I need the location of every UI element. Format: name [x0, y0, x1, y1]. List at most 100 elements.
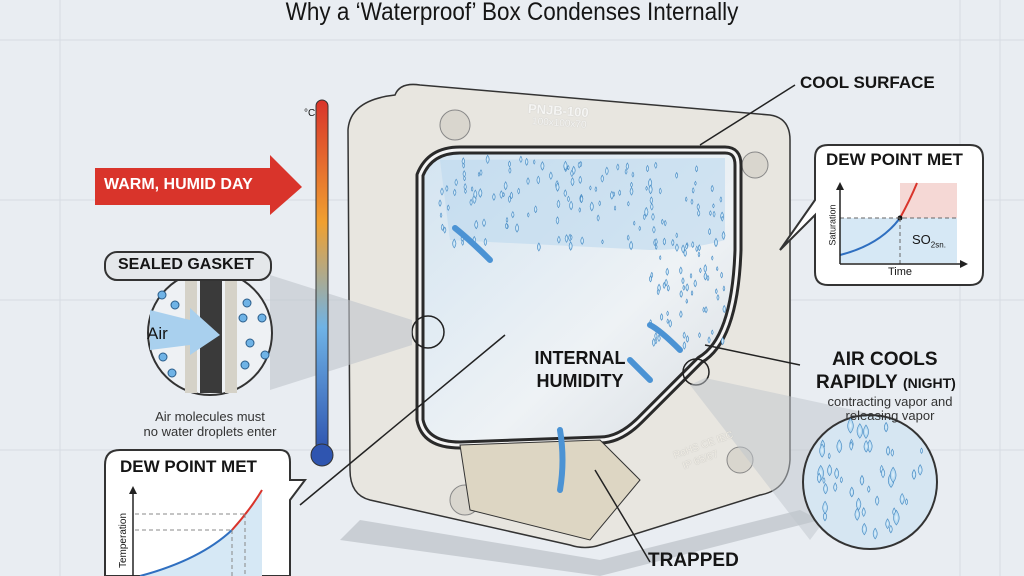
water-droplet — [695, 245, 699, 253]
water-droplet — [577, 161, 581, 169]
water-droplet — [598, 200, 601, 207]
water-droplet — [721, 215, 724, 222]
air-cools-night: (NIGHT) — [902, 375, 956, 391]
water-droplet — [596, 214, 600, 222]
water-droplet — [681, 277, 685, 285]
water-droplet — [710, 184, 714, 193]
water-droplet — [685, 335, 689, 343]
water-droplet — [616, 163, 620, 171]
water-droplet — [656, 288, 660, 296]
water-droplet — [502, 192, 505, 198]
thermometer-unit: °C — [304, 108, 316, 119]
water-droplet — [697, 209, 701, 217]
water-droplet — [474, 219, 479, 230]
water-droplet — [631, 171, 635, 178]
water-droplet — [469, 198, 473, 206]
water-droplet — [527, 212, 530, 218]
water-droplet — [578, 175, 582, 184]
water-droplet — [508, 167, 512, 174]
air-cools-line2: RAPIDLY — [816, 372, 898, 393]
screw-hole — [439, 109, 471, 141]
water-droplet — [557, 235, 561, 244]
water-droplet — [875, 495, 880, 506]
water-droplet — [578, 207, 581, 213]
water-droplet — [823, 483, 828, 495]
water-droplet — [470, 186, 474, 192]
water-droplet — [463, 175, 466, 182]
water-droplet — [690, 290, 694, 296]
water-droplet — [443, 226, 447, 234]
water-droplet — [570, 234, 573, 241]
water-droplet — [889, 466, 897, 483]
water-droplet — [685, 283, 689, 292]
water-droplet — [555, 182, 560, 192]
page-title: Why a ‘Waterproof’ Box Condenses Interna… — [285, 0, 739, 26]
water-droplet — [817, 472, 822, 484]
water-droplet — [440, 187, 444, 196]
water-droplet — [613, 205, 617, 211]
water-droplet — [580, 236, 584, 245]
water-droplet — [703, 272, 708, 281]
water-droplet — [658, 187, 662, 195]
water-droplet — [706, 274, 710, 282]
water-droplet — [594, 186, 598, 193]
water-droplet — [464, 188, 467, 194]
water-droplet — [703, 264, 708, 273]
water-droplet — [861, 507, 866, 517]
airflow-arrows — [452, 225, 683, 493]
water-droplet — [651, 338, 656, 347]
water-droplet — [722, 304, 726, 314]
dew-right-region-label: SO — [912, 232, 931, 247]
water-droplet — [856, 497, 862, 511]
water-droplet — [920, 447, 923, 454]
water-droplet — [722, 285, 726, 292]
water-droplet — [505, 217, 509, 223]
water-droplet — [511, 211, 515, 219]
box-shadow — [340, 510, 820, 576]
water-droplet — [654, 238, 658, 246]
water-droplet — [711, 255, 714, 261]
water-droplet — [462, 162, 465, 169]
water-droplet — [716, 266, 719, 272]
water-droplet — [482, 218, 486, 228]
magnified-droplets — [817, 417, 923, 540]
water-droplet — [492, 193, 496, 201]
water-droplet — [627, 201, 630, 207]
water-droplet — [589, 201, 594, 212]
dew-right-ylabel: Saturation — [827, 204, 838, 246]
water-droplet — [666, 318, 669, 324]
water-droplet — [503, 181, 508, 191]
water-droplet — [834, 467, 840, 480]
water-droplet — [651, 212, 655, 221]
water-droplet — [847, 417, 854, 434]
water-droplet — [666, 310, 669, 317]
water-droplet — [649, 275, 653, 283]
water-droplet — [452, 238, 457, 249]
dew-right-xlabel: Time — [888, 266, 913, 278]
water-droplet — [689, 273, 693, 279]
water-droplet — [567, 195, 570, 203]
water-droplet — [698, 332, 701, 338]
water-droplet — [716, 294, 720, 301]
water-droplet — [708, 228, 712, 236]
water-droplet — [618, 189, 622, 196]
water-droplet — [675, 172, 679, 179]
dew-left-axis-arrow — [129, 486, 137, 494]
water-droplet — [911, 469, 917, 480]
water-droplet — [905, 498, 909, 506]
water-droplet — [917, 464, 923, 476]
water-droplet — [709, 210, 712, 216]
water-droplet — [519, 155, 523, 163]
water-droplet — [712, 210, 716, 218]
water-droplet — [477, 171, 480, 177]
water-droplet — [654, 338, 658, 345]
dew-right-region-sub: 2sn. — [930, 240, 946, 250]
water-droplet — [485, 154, 490, 164]
water-droplet — [675, 232, 678, 239]
water-droplet — [720, 336, 725, 346]
water-droplet — [662, 237, 666, 246]
water-droplet — [445, 185, 449, 192]
water-droplet — [479, 169, 483, 176]
air-cools-desc1: contracting vapor and — [827, 394, 953, 409]
water-droplet — [664, 278, 668, 287]
